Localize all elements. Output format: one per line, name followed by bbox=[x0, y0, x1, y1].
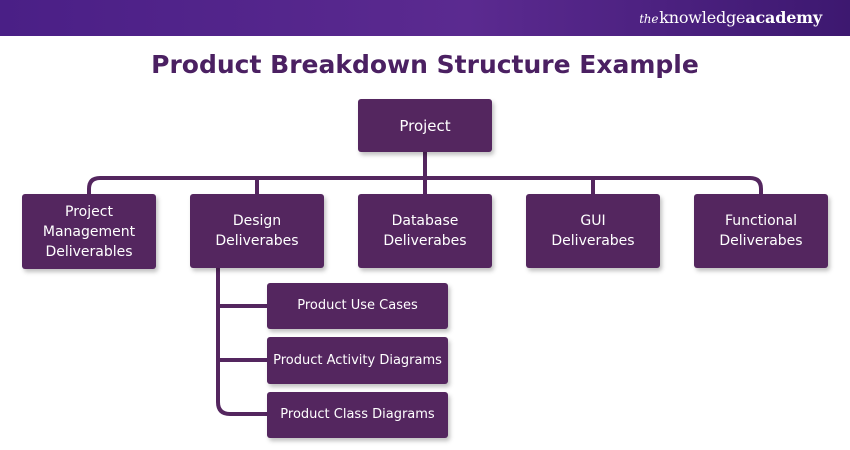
node-gui-deliverables: GUI Deliverabes bbox=[526, 194, 660, 268]
node-project-label: Project bbox=[399, 116, 451, 135]
node-project-management-deliverables: Project Management Deliverables bbox=[22, 194, 156, 269]
node-label: Design Deliverabes bbox=[215, 213, 299, 249]
connector-left-branch bbox=[87, 176, 427, 198]
header-bar: theknowledgeacademy bbox=[0, 0, 850, 36]
node-label: Product Class Diagrams bbox=[280, 407, 435, 422]
node-database-deliverables: Database Deliverabes bbox=[358, 194, 492, 268]
node-label: Functional Deliverabes bbox=[719, 213, 803, 249]
node-product-class-diagrams: Product Class Diagrams bbox=[267, 392, 448, 438]
node-label: Product Activity Diagrams bbox=[273, 352, 442, 368]
node-project: Project bbox=[358, 99, 492, 152]
node-product-activity-diagrams: Product Activity Diagrams bbox=[267, 337, 448, 384]
node-label: Database Deliverabes bbox=[383, 213, 467, 249]
node-label: Project Management Deliverables bbox=[42, 203, 136, 260]
connector-design-spine bbox=[216, 266, 270, 416]
node-design-deliverables: Design Deliverabes bbox=[190, 194, 324, 268]
node-label: GUI Deliverabes bbox=[551, 213, 635, 249]
node-product-use-cases: Product Use Cases bbox=[267, 283, 448, 329]
brand-logo: theknowledgeacademy bbox=[639, 8, 822, 27]
node-functional-deliverables: Functional Deliverabes bbox=[694, 194, 828, 268]
node-label: Product Use Cases bbox=[297, 298, 418, 313]
page-title: Product Breakdown Structure Example bbox=[151, 50, 699, 79]
connector-right-branch bbox=[423, 176, 763, 198]
